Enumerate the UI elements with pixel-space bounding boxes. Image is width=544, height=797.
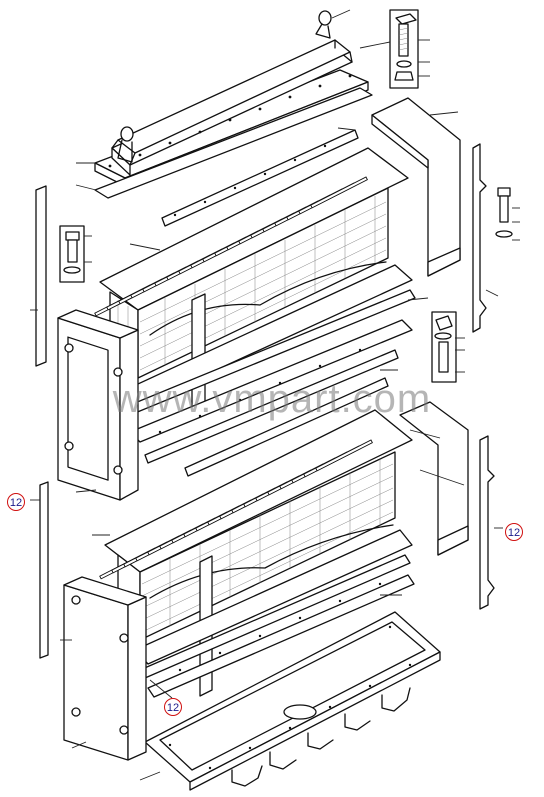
- left-side-frame-lower: [63, 576, 147, 761]
- top-gasket: [94, 87, 373, 227]
- left-side-frame-upper: [57, 309, 139, 501]
- right-side-frame-lower: [399, 401, 469, 556]
- callout-12-right: 12: [505, 523, 523, 541]
- lower-core-slots: [99, 439, 373, 580]
- upper-core-bottom-header: [124, 264, 416, 477]
- bolt-set-middle-right: [431, 311, 457, 383]
- right-vertical-strip-upper: [472, 143, 487, 333]
- top-tank-flange-holes: [108, 74, 352, 168]
- callout-12-bottom: 12: [164, 698, 182, 716]
- bolt-set-top-right: [389, 9, 419, 89]
- right-vertical-strip-lower: [479, 435, 495, 610]
- right-side-frame-upper: [371, 97, 461, 277]
- watermark: www.vmpart.com: [112, 377, 432, 421]
- left-vertical-strip-upper: [35, 185, 47, 367]
- upper-core-slots: [94, 176, 368, 317]
- bottom-tank: [144, 611, 441, 791]
- callout-12-left: 12: [7, 493, 25, 511]
- bolt-set-right: [495, 187, 513, 238]
- top-tank: [94, 10, 369, 187]
- lower-core-bottom-header: [134, 529, 415, 698]
- left-vertical-strip-lower: [39, 481, 49, 659]
- leader-lines: [30, 9, 520, 781]
- bolt-set-left: [59, 225, 85, 283]
